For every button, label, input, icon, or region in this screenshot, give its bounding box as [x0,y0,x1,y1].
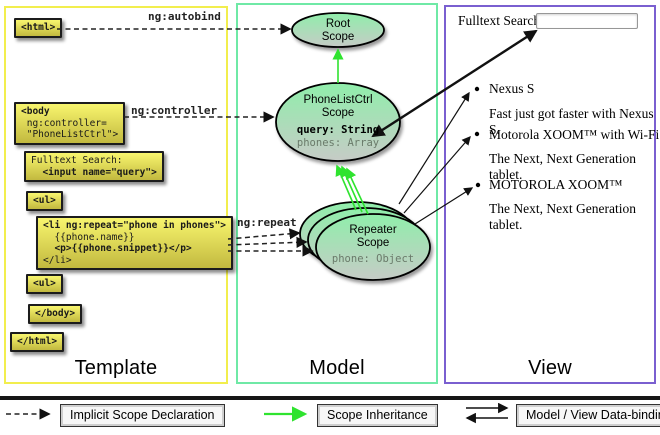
code-line: Fulltext Search: [31,155,123,166]
legend-scope-inheritance: Scope Inheritance [317,404,438,427]
code-line: <p>{{phone.snippet}}</p> [43,243,192,254]
code-line: <ul> [33,278,56,289]
ng-controller-label: ng:controller [131,104,218,117]
repeater-scope-ellipse-stack [299,201,431,281]
scope-title-line: PhoneListCtrl [303,94,373,106]
model-panel-label: Model [309,357,365,379]
scope-title-line: Root [325,18,351,30]
template-panel-label: Template [74,357,158,379]
code-li-repeat: <li ng:repeat="phone in phones"> {{phone… [36,216,234,270]
ng-autobind-label: ng:autobind [148,10,221,23]
view-search-label: Fulltext Search: [458,13,544,28]
code-line: <input name="query"> [31,166,157,178]
code-line: <ul> [33,195,56,206]
code-line: ng:controller= [21,117,107,129]
view-item-title: MOTOROLA XOOM™ [489,177,623,192]
code-line: <html> [21,22,56,33]
root-scope-label: Root Scope [293,18,383,43]
code-body-close: </body> [28,304,83,324]
implicit-scope-arrows [57,23,314,257]
legend-model-view-data-binding: Model / View Data-binding [516,404,660,427]
code-line: <body [21,106,50,117]
view-list-bullets [474,86,481,188]
search-input[interactable] [536,13,638,29]
view-item-desc: The Next, Next Generation tablet. [489,201,636,232]
code-ul-second: <ul> [26,274,63,294]
view-item-desc: The Next, Next Generation tablet. [489,151,636,182]
legend-implicit-scope-declaration: Implicit Scope Declaration [60,404,225,427]
ng-repeat-label: ng:repeat [237,216,297,229]
code-line: "PhoneListCtrl"> [21,129,119,140]
view-item-title: Nexus S [489,81,535,96]
scope-prop-query: query: String [296,124,380,136]
code-html-open: <html> [14,18,63,38]
code-line: </body> [35,308,76,319]
scope-title-line: Scope [356,236,390,249]
code-line: <li ng:repeat="phone in phones"> [43,220,227,231]
scope-title-line: Scope [321,30,355,43]
legend-arrow-samples [6,402,509,424]
view-panel-label: View [528,357,572,379]
scope-title-line: Repeater [349,224,397,236]
view-item-title: Motorola XOOM™ with Wi-Fi [489,127,660,142]
code-html-close: </html> [10,332,65,352]
code-line: </html> [17,336,58,347]
model-view-binding-arrows [371,29,538,225]
legend-separator-line [0,396,660,400]
scope-title-line: Scope [321,106,355,119]
scope-inheritance-arrows [332,48,369,215]
code-ul-open: <ul> [26,191,63,211]
scope-prop-phones: phones: Array [296,137,380,149]
code-fulltext-search: Fulltext Search: <input name="query"> [24,151,164,182]
scope-prop-phone: phone: Object [331,253,415,265]
code-line: </li> [43,254,72,266]
phonelistctrl-scope-label: PhoneListCtrl Scope query: String phones… [276,94,400,150]
code-body-open: <body ng:controller= "PhoneListCtrl"> [14,102,126,145]
repeater-scope-label: Repeater Scope phone: Object [316,224,430,266]
code-line: {{phone.name}} [43,231,135,243]
